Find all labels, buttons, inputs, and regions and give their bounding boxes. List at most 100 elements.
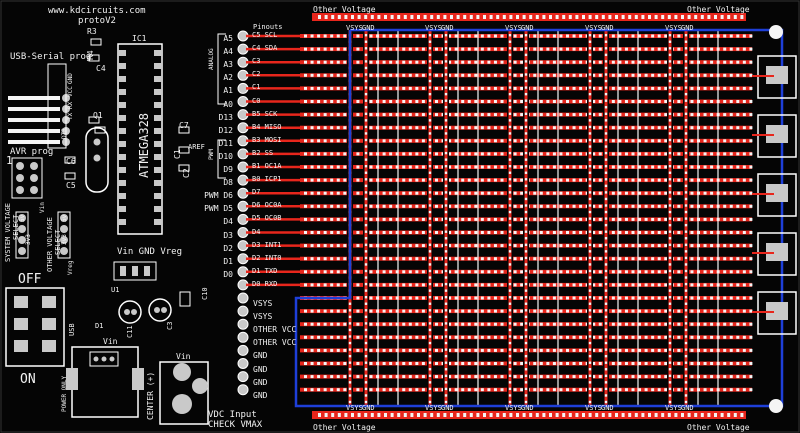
- grid-pad: [467, 257, 471, 261]
- grid-pad: [703, 165, 707, 169]
- rail-pad: [428, 184, 432, 188]
- grid-pad: [579, 362, 583, 365]
- rail-pad: [444, 289, 448, 292]
- switch-pad: [42, 340, 56, 352]
- grid-pad: [539, 152, 543, 156]
- grid-pad: [598, 375, 602, 379]
- grid-pad: [566, 283, 569, 287]
- rail-pad: [588, 92, 592, 96]
- grid-pad: [323, 231, 327, 234]
- rail-pad: [668, 381, 672, 384]
- grid-pad: [710, 322, 714, 326]
- strip-pad: [489, 15, 493, 19]
- pin-label-left: A4: [223, 47, 233, 57]
- grid-pad: [461, 165, 465, 169]
- usb-connector[interactable]: [72, 347, 138, 417]
- grid-pad: [402, 296, 406, 300]
- grid-pad: [618, 257, 622, 261]
- rail-pad: [508, 237, 512, 240]
- pin-label-left: D3: [223, 230, 233, 240]
- grid-pad: [395, 139, 399, 143]
- rail-pad: [364, 125, 368, 129]
- rail-pad: [364, 40, 368, 43]
- header-pad: [237, 292, 249, 304]
- grid-pad: [723, 231, 727, 234]
- grid-pad: [690, 309, 694, 313]
- rail-pad: [604, 92, 608, 96]
- grid-pad: [579, 348, 583, 352]
- strip-pad: [542, 413, 546, 417]
- grid-pad: [304, 100, 307, 103]
- rail-pad: [684, 223, 688, 227]
- rail-pad: [684, 315, 688, 319]
- grid-pad: [736, 73, 740, 77]
- grid-pad: [323, 34, 327, 38]
- grid-pad: [618, 47, 622, 51]
- grid-pad: [500, 165, 504, 169]
- grid-pad: [677, 362, 681, 365]
- rail-pad: [684, 237, 688, 240]
- grid-pad: [644, 60, 648, 64]
- rail-pad: [508, 165, 512, 168]
- grid-pad: [552, 362, 556, 365]
- rail-pad: [364, 178, 368, 181]
- grid-pad: [493, 60, 497, 64]
- power-pin-label: GND: [253, 351, 268, 361]
- grid-pad: [493, 178, 497, 182]
- grid-pad: [690, 204, 694, 208]
- rail-pad: [508, 256, 512, 260]
- barrel-jack[interactable]: [160, 362, 208, 424]
- rail-pad: [364, 387, 368, 391]
- grid-pad: [749, 335, 753, 339]
- pin-label-left: D9: [223, 165, 233, 174]
- pin-label-right: D5 OC0B: [252, 214, 282, 223]
- grid-pad: [493, 113, 497, 117]
- grid-pad: [742, 86, 746, 90]
- grid-pad: [664, 139, 668, 143]
- rail-pad: [668, 374, 672, 377]
- rail-pad: [508, 99, 512, 102]
- grid-pad: [343, 60, 347, 64]
- grid-pad: [677, 60, 681, 64]
- grid-pad: [618, 204, 622, 208]
- grid-pad: [644, 362, 648, 365]
- grid-pad: [677, 34, 681, 38]
- rail-pad: [588, 138, 592, 142]
- grid-pad: [454, 165, 458, 169]
- grid-pad: [559, 322, 563, 326]
- grid-pad: [729, 113, 733, 117]
- grid-pad: [729, 348, 733, 352]
- rail-pad: [588, 230, 592, 233]
- rail-pad: [668, 309, 672, 312]
- rail-pad: [588, 237, 592, 240]
- grid-pad: [618, 152, 622, 156]
- rail-pad: [604, 256, 608, 260]
- grid-pad: [651, 335, 655, 339]
- grid-pad: [500, 217, 504, 221]
- grid-pad: [533, 47, 537, 51]
- ic-pin: [118, 89, 126, 95]
- grid-pad: [624, 73, 628, 77]
- grid-pad: [624, 283, 628, 287]
- grid-pad: [546, 204, 550, 208]
- grid-pad: [618, 60, 622, 64]
- grid-pad: [598, 191, 602, 195]
- grid-pad: [611, 231, 615, 234]
- grid-pad: [552, 217, 556, 221]
- strip-pad: [377, 413, 381, 417]
- rail-pad: [684, 40, 688, 43]
- grid-pad: [480, 335, 484, 339]
- grid-pad: [356, 362, 360, 365]
- power-switch[interactable]: [6, 288, 64, 366]
- grid-pad: [395, 204, 399, 208]
- grid-pad: [389, 86, 393, 90]
- grid-pad: [533, 388, 537, 392]
- grid-pad: [487, 283, 491, 287]
- rail-pad: [428, 263, 432, 266]
- ic-pin: [118, 76, 126, 82]
- grid-pad: [343, 139, 347, 143]
- grid-pad: [638, 47, 642, 51]
- grid-pad: [710, 204, 714, 208]
- grid-pad: [487, 375, 491, 379]
- grid-pad: [546, 217, 550, 221]
